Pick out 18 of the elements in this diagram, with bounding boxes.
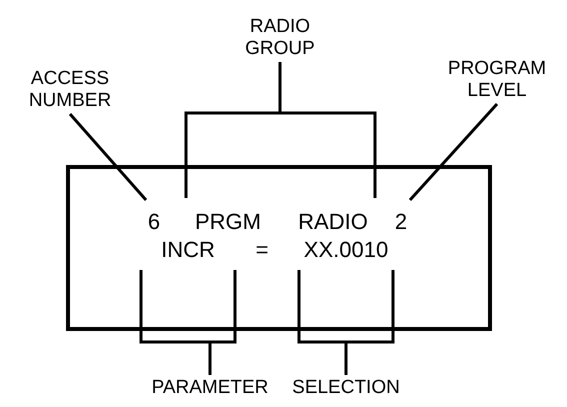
bracket-leader xyxy=(298,268,394,376)
display-text: = xyxy=(250,238,274,270)
bracket-leader xyxy=(140,268,236,376)
display-text: 2 xyxy=(388,198,414,234)
callout-label: PARAMETER xyxy=(140,377,280,401)
callout-label: RADIO GROUP xyxy=(225,16,335,60)
display-text: XX.0010 xyxy=(296,238,396,270)
leader-line xyxy=(68,113,148,201)
display-text: PRGM xyxy=(184,198,272,234)
callout-label: SELECTION xyxy=(286,377,406,401)
leader-line xyxy=(408,103,498,201)
display-text: INCR xyxy=(138,238,238,270)
callout-label: ACCESS NUMBER xyxy=(10,68,130,112)
bracket-leader xyxy=(278,62,376,198)
display-text: 6 xyxy=(142,198,166,234)
callout-label: PROGRAM LEVEL xyxy=(428,58,566,102)
display-panel xyxy=(66,165,492,331)
display-text: RADIO xyxy=(288,198,378,234)
